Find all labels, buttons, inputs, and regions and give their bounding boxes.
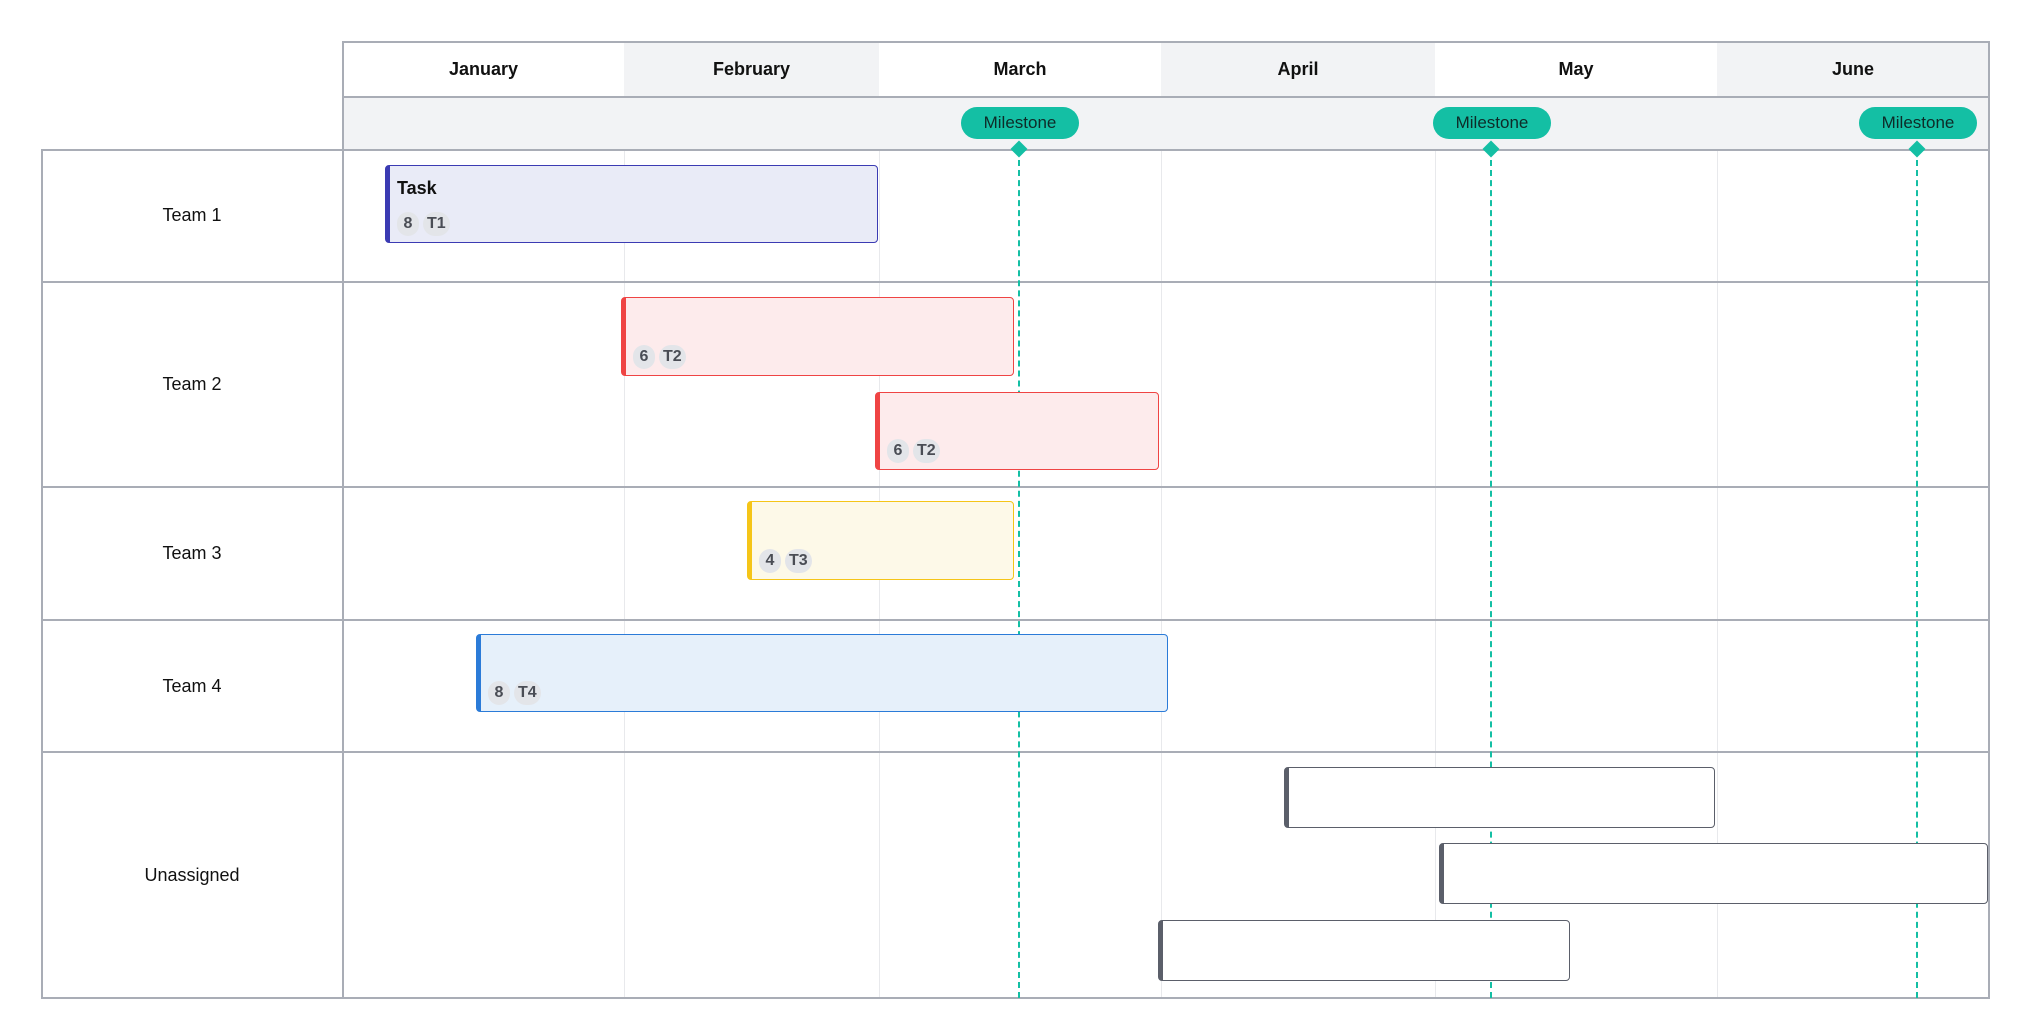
task-chips: 8 T1: [397, 212, 450, 236]
month-divider: [1161, 150, 1162, 998]
header-left-border: [342, 41, 344, 999]
task-tag-chip: T2: [659, 345, 686, 369]
task-chips: 6 T2: [887, 439, 940, 463]
task-bar-team2[interactable]: 6 T2: [621, 297, 1014, 376]
milestone-badge[interactable]: Milestone: [961, 107, 1079, 139]
milestone-badge[interactable]: Milestone: [1859, 107, 1977, 139]
task-chips: 8 T4: [488, 681, 541, 705]
team-label-unassigned: Unassigned: [144, 864, 240, 885]
task-tag-chip: T4: [514, 681, 541, 705]
milestone-line: [1490, 150, 1492, 998]
month-header-alt-june: [1717, 42, 1989, 96]
month-header-alt-april: [1161, 42, 1435, 96]
task-tag-chip: T2: [913, 439, 940, 463]
team-label-2: Team 2: [162, 374, 222, 394]
task-bar-team3[interactable]: 4 T3: [747, 501, 1014, 580]
task-tag-chip: T3: [785, 549, 812, 573]
task-bar-team1[interactable]: Task 8 T1: [385, 165, 878, 243]
month-divider: [624, 150, 625, 998]
row-border: [41, 751, 1990, 753]
month-may: May: [1558, 58, 1594, 79]
task-tag-chip: T1: [423, 212, 450, 236]
right-border: [1988, 41, 1990, 999]
month-divider: [1717, 150, 1718, 998]
task-count-chip: 8: [488, 681, 510, 705]
task-count-chip: 4: [759, 549, 781, 573]
task-chips: 4 T3: [759, 549, 812, 573]
month-june: June: [1831, 58, 1874, 79]
month-march: March: [993, 58, 1047, 79]
task-bar-unassigned[interactable]: [1439, 843, 1988, 904]
task-count-chip: 6: [633, 345, 655, 369]
task-bar-unassigned[interactable]: [1158, 920, 1570, 981]
milestone-row: [343, 97, 1989, 150]
month-february: February: [712, 58, 791, 79]
row-border: [41, 997, 1990, 999]
milestone-line: [1916, 150, 1918, 998]
month-january: January: [448, 58, 519, 79]
row-border: [41, 619, 1990, 621]
month-header-alt-february: [624, 42, 879, 96]
header-top-border: [343, 41, 1990, 43]
task-chips: 6 T2: [633, 345, 686, 369]
task-bar-team4[interactable]: 8 T4: [476, 634, 1168, 712]
team-label-3: Team 3: [162, 543, 222, 563]
month-april: April: [1277, 58, 1319, 79]
header-bottom-border: [343, 96, 1990, 98]
left-border: [41, 150, 43, 999]
task-count-chip: 8: [397, 212, 419, 236]
team-label-4: Team 4: [162, 675, 222, 696]
task-count-chip: 6: [887, 439, 909, 463]
task-bar-unassigned[interactable]: [1284, 767, 1715, 828]
task-title: Task: [397, 178, 437, 198]
task-bar-team2[interactable]: 6 T2: [875, 392, 1159, 470]
row-border: [41, 486, 1990, 488]
milestone-line: [1018, 150, 1020, 998]
month-divider: [1435, 150, 1436, 998]
row-border: [41, 281, 1990, 283]
milestone-badge[interactable]: Milestone: [1433, 107, 1551, 139]
month-header: [343, 42, 1989, 96]
team-label-1: Team 1: [162, 205, 222, 225]
